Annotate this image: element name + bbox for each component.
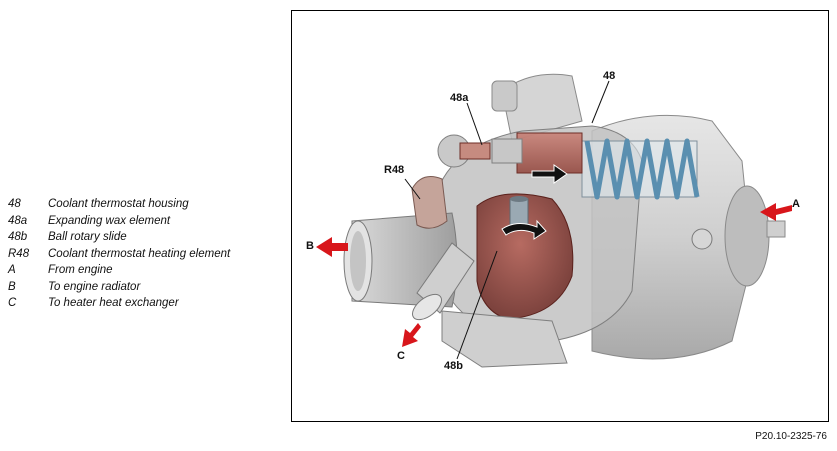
figure-reference: P20.10-2325-76	[755, 431, 827, 442]
callout-b: B	[306, 240, 314, 252]
legend-row-c: C To heater heat exchanger	[8, 295, 278, 312]
wax-element	[437, 132, 583, 174]
ball-rotary-slide	[476, 193, 574, 320]
arrow-c	[402, 323, 421, 347]
legend-row-r48: R48 Coolant thermostat heating element	[8, 246, 278, 263]
thermostat-illustration: 48 48a R48 A B C 48b	[306, 70, 800, 372]
leader-48b	[456, 250, 498, 360]
figure-frame: 48 48a R48 A B C 48b	[291, 10, 829, 422]
legend-desc: Expanding wax element	[48, 214, 171, 227]
legend-row-b: B To engine radiator	[8, 279, 278, 296]
legend-key: R48	[8, 247, 30, 260]
flow-arrow-black-rotate	[501, 219, 547, 240]
legend-key: B	[8, 280, 16, 293]
legend-key: 48a	[8, 214, 28, 227]
legend-desc: To heater heat exchanger	[48, 297, 179, 310]
outlet-c-pipe	[412, 242, 475, 321]
leader-r48	[404, 178, 421, 200]
callout-48: 48	[603, 70, 615, 82]
legend-key: A	[8, 264, 16, 277]
legend-key: 48	[8, 198, 21, 211]
legend-row-a: A From engine	[8, 262, 278, 279]
flow-arrow-black-right	[531, 164, 568, 184]
spring	[581, 138, 700, 200]
legend-key: C	[8, 297, 17, 310]
legend-desc: Ball rotary slide	[48, 231, 127, 244]
legend: 48 Coolant thermostat housing 48a Expand…	[8, 196, 278, 312]
legend-desc: From engine	[48, 264, 113, 277]
legend-row-48b: 48b Ball rotary slide	[8, 229, 278, 246]
arrow-b	[316, 237, 348, 257]
leader-48	[591, 80, 610, 124]
mounting-flange	[441, 310, 568, 368]
legend-desc: To engine radiator	[48, 280, 141, 293]
leader-48a	[466, 102, 483, 146]
callout-c: C	[397, 350, 405, 362]
housing-top	[491, 73, 583, 142]
legend-desc: Coolant thermostat housing	[48, 198, 189, 211]
legend-row-48a: 48a Expanding wax element	[8, 213, 278, 230]
callout-48a: 48a	[450, 92, 469, 104]
callout-48b: 48b	[444, 360, 463, 372]
callout-a: A	[792, 198, 800, 210]
legend-row-48: 48 Coolant thermostat housing	[8, 196, 278, 213]
heating-element-connector	[411, 176, 448, 229]
legend-desc: Coolant thermostat heating element	[48, 247, 231, 260]
arrow-a	[760, 203, 792, 221]
legend-key: 48b	[8, 231, 28, 244]
callout-r48: R48	[384, 164, 404, 176]
